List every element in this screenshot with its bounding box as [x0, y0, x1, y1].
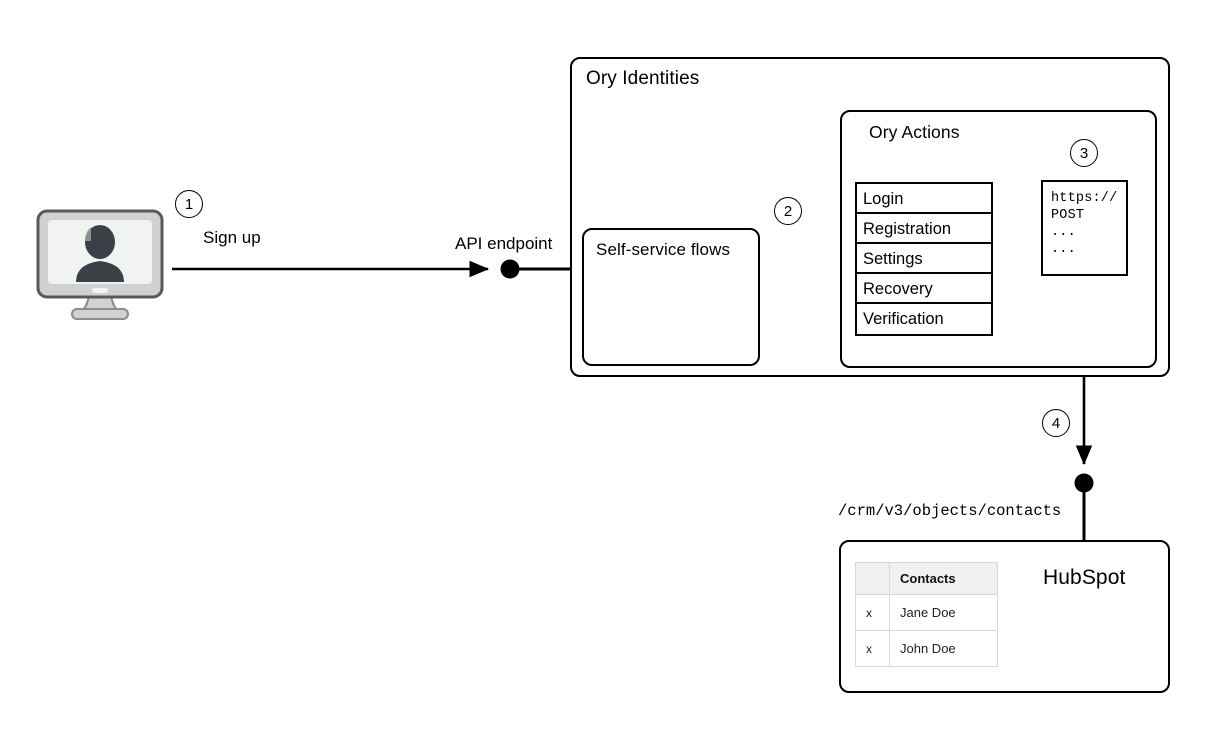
step-circle-4: 4 [1042, 409, 1070, 437]
webhook-line-body-1: ... [1051, 225, 1076, 240]
api-endpoint-dot [500, 259, 520, 279]
step-circle-3: 3 [1070, 139, 1098, 167]
flow-item-verification[interactable]: Verification [857, 304, 991, 334]
ory-actions-title: Ory Actions [869, 122, 960, 142]
ory-identities-title: Ory Identities [586, 68, 700, 89]
webhook-line-body-2: ... [1051, 242, 1076, 257]
row-name-cell: Jane Doe [889, 594, 998, 631]
table-row[interactable]: x Jane Doe [855, 594, 998, 631]
contacts-table: Contacts x Jane Doe x John Doe [855, 562, 998, 667]
hubspot-title: HubSpot [1043, 566, 1126, 589]
table-header-select [855, 562, 890, 595]
hubspot-endpoint-dot [1074, 473, 1094, 493]
table-header-row: Contacts [855, 562, 998, 595]
step-circle-1: 1 [175, 190, 203, 218]
flow-item-recovery[interactable]: Recovery [857, 274, 991, 304]
row-select-cell[interactable]: x [855, 630, 890, 667]
self-service-flows-box [582, 228, 760, 366]
table-header-contacts: Contacts [889, 562, 998, 595]
row-select-cell[interactable]: x [855, 594, 890, 631]
self-service-flow-list: Login Registration Settings Recovery Ver… [855, 182, 993, 336]
row-name-cell: John Doe [889, 630, 998, 667]
flow-item-registration[interactable]: Registration [857, 214, 991, 244]
user-monitor-icon [36, 209, 164, 324]
label-crm-endpoint-path: /crm/v3/objects/contacts [838, 502, 1062, 520]
flow-item-login[interactable]: Login [857, 184, 991, 214]
table-row[interactable]: x John Doe [855, 630, 998, 667]
self-service-flows-title: Self-service flows [596, 240, 731, 259]
webhook-line-method: POST [1051, 208, 1085, 223]
label-api-endpoint: API endpoint [455, 234, 553, 253]
webhook-request-box: https:// POST ... ... [1041, 180, 1128, 276]
flow-item-settings[interactable]: Settings [857, 244, 991, 274]
step-circle-2: 2 [774, 197, 802, 225]
label-sign-up: Sign up [203, 228, 261, 247]
webhook-line-url: https:// [1051, 191, 1118, 206]
